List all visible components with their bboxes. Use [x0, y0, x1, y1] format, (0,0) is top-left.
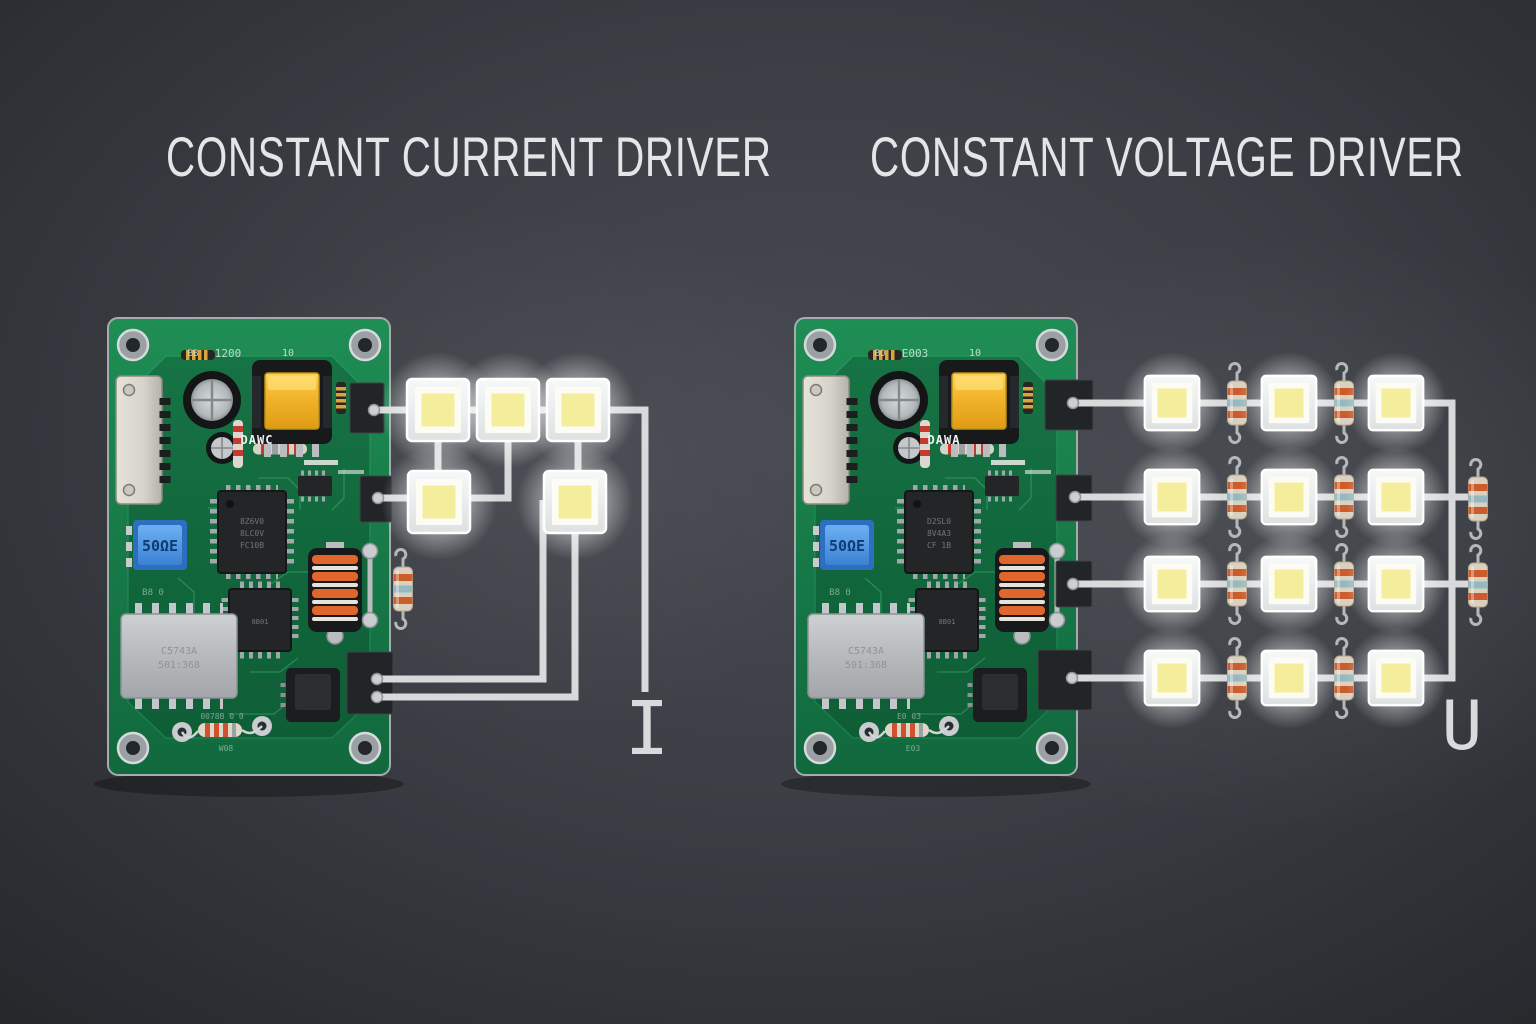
- led-module: [515, 442, 635, 562]
- silk-bottom-mark: W08: [219, 744, 234, 753]
- output-connector: [346, 651, 394, 715]
- metal-ic-line2: 501:368: [158, 660, 200, 671]
- wire: [379, 532, 579, 701]
- resistor: [1467, 544, 1489, 626]
- driver-chip-label: DAWA: [928, 433, 961, 447]
- trimmer-label: 50ΩE: [829, 537, 865, 555]
- silk-bottom-code: E0 03: [897, 712, 921, 721]
- qfp1-line2: 8V4A3: [927, 529, 951, 538]
- silk-top-right: 10: [969, 348, 981, 359]
- qfp1-line1: D2SL0: [927, 517, 951, 526]
- silk-mid-mark: B8 0: [829, 588, 851, 598]
- led-module: [1236, 531, 1342, 637]
- trimmer-label: 50ΩE: [142, 537, 178, 555]
- silk-mid-mark: B8 0: [142, 588, 164, 598]
- led-module: [1343, 444, 1449, 550]
- voltage-symbol: U: [1442, 687, 1483, 766]
- metal-ic-line2: 501:368: [845, 660, 887, 671]
- led-module: [1343, 350, 1449, 456]
- led-module: [1119, 531, 1225, 637]
- left-board-shadow: [94, 771, 404, 797]
- led-module: [1236, 350, 1342, 456]
- right-pcb: BO E003 10 DAWA D2SL0 8V4A3 CF 1B 50ΩE 8…: [795, 318, 1094, 775]
- led-module: [379, 442, 499, 562]
- driver-chip-label: DAWC: [241, 433, 274, 447]
- led-module: [1343, 531, 1449, 637]
- silk-top-prefix: BO: [875, 349, 886, 359]
- bus-wire: [1423, 399, 1456, 682]
- right-led-grid: [1119, 350, 1449, 731]
- left-pcb: BB 1200 10 DAWC 8Z6V0 8LC0V FC10B 50ΩE 8…: [108, 318, 393, 775]
- silk-bottom-code: 0078B 0 0: [200, 712, 244, 721]
- left-led-string: [378, 350, 638, 562]
- qfp1-line1: 8Z6V0: [240, 517, 264, 526]
- qfp2-label: 8B01: [939, 618, 956, 626]
- resistor: [392, 548, 414, 630]
- current-symbol: I: [625, 686, 670, 772]
- metal-ic-line1: C5743A: [848, 646, 884, 657]
- led-module: [1119, 625, 1225, 731]
- wire: [379, 500, 547, 683]
- silk-top-code: 1200: [215, 347, 242, 360]
- metal-ic-line1: C5743A: [161, 646, 197, 657]
- resistor: [1467, 458, 1489, 540]
- right-board-shadow: [781, 771, 1091, 797]
- right-title: CONSTANT VOLTAGE DRIVER: [870, 125, 1464, 188]
- qfp2-label: 8B01: [252, 618, 269, 626]
- qfp1-line3: FC10B: [240, 541, 264, 550]
- led-module: [1119, 350, 1225, 456]
- qfp1-line2: 8LC0V: [240, 529, 264, 538]
- silk-top-right: 10: [282, 348, 294, 359]
- right-connector-pins: [1065, 396, 1082, 685]
- led-module: [1343, 625, 1449, 731]
- led-module: [1236, 444, 1342, 550]
- led-module: [1236, 625, 1342, 731]
- silk-top-code: E003: [902, 347, 929, 360]
- silk-bottom-mark: E03: [906, 744, 921, 753]
- led-module: [1119, 444, 1225, 550]
- silk-top-prefix: BB: [188, 349, 199, 359]
- qfp1-line3: CF 1B: [927, 541, 951, 550]
- left-connector-pins: [367, 403, 385, 704]
